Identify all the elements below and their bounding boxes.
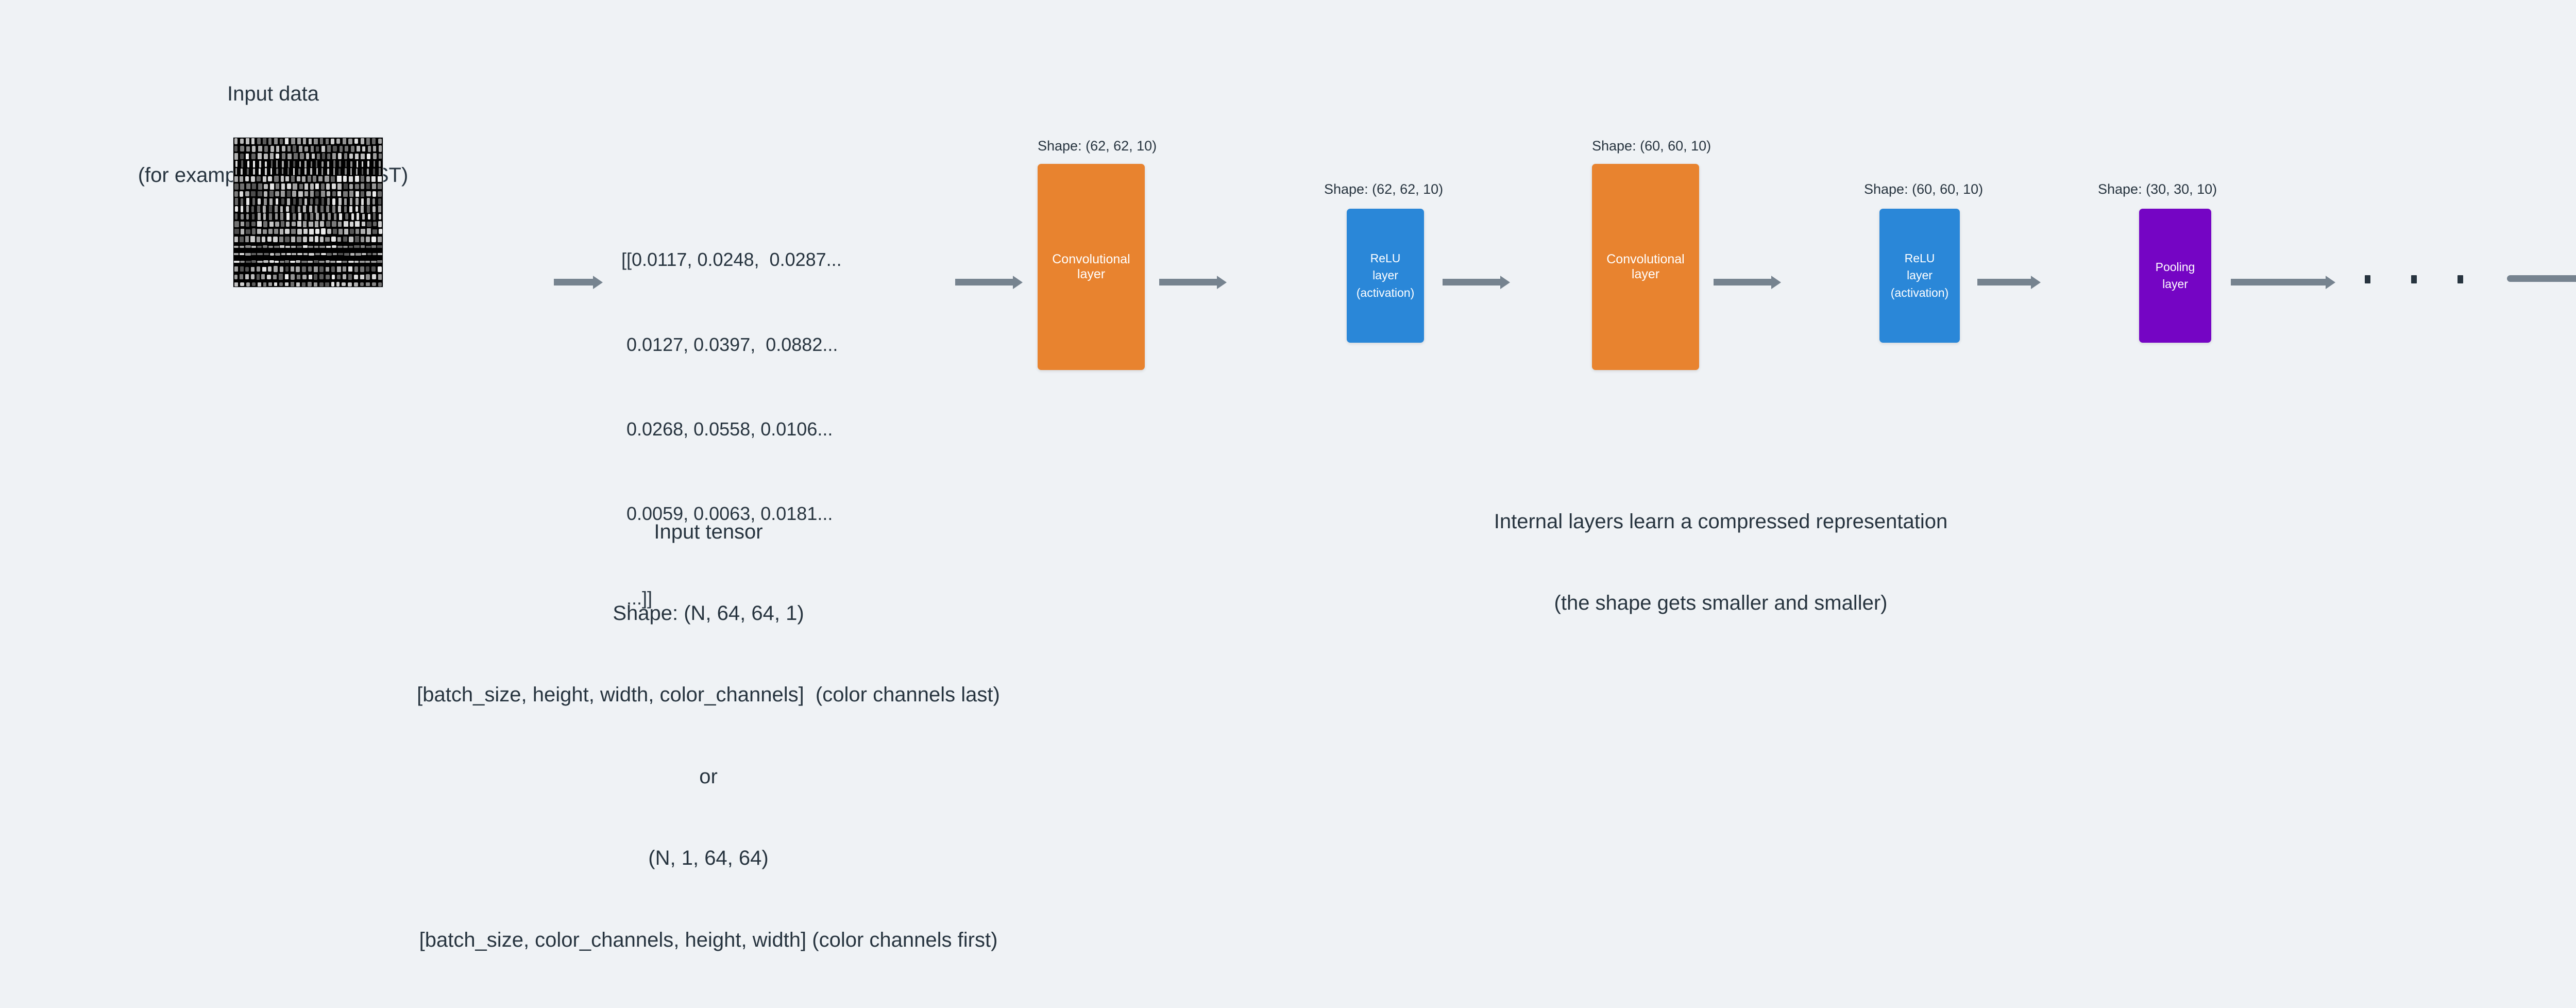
middle-caption-line1: Internal layers learn a compressed repre… xyxy=(1494,510,1948,533)
tensor-line-1: 0.0127, 0.0397, 0.0882... xyxy=(621,333,838,355)
internal-layers-caption: Internal layers learn a compressed repre… xyxy=(1278,453,2164,671)
layer-shape-conv2: Shape: (60, 60, 10) xyxy=(1592,138,1711,154)
layer-shape-conv1: Shape: (62, 62, 10) xyxy=(1038,138,1157,154)
ellipsis-dot xyxy=(2458,275,2463,283)
input-caption-line5: (N, 1, 64, 64) xyxy=(648,847,769,870)
tensor-line-0: [[0.0117, 0.0248, 0.0287... xyxy=(621,249,842,271)
horizontal-ellipsis xyxy=(2365,275,2483,285)
arrow-tensor-to-conv1 xyxy=(955,279,1014,285)
input-title-line1: Input data xyxy=(227,82,319,105)
arrow-conv2-to-relu2 xyxy=(1714,279,1772,285)
layer-shape-relu1: Shape: (62, 62, 10) xyxy=(1324,181,1444,197)
tensor-line-3: 0.0059, 0.0063, 0.0181... xyxy=(621,502,833,524)
input-tensor-values: [[0.0117, 0.0248, 0.0287... 0.0127, 0.03… xyxy=(621,190,941,669)
branch-trunk xyxy=(2507,275,2576,282)
tensor-line-2: 0.0268, 0.0558, 0.0106... xyxy=(621,418,833,440)
arrow-relu1-to-conv2 xyxy=(1443,279,1501,285)
input-caption-line4: or xyxy=(699,765,718,788)
diagram-canvas: Input data (for example, FashionMNIST) [… xyxy=(0,0,2576,779)
input-caption-line3: [batch_size, height, width, color_channe… xyxy=(417,683,1000,707)
output-branch-connector xyxy=(2507,134,2576,428)
ellipsis-dot xyxy=(2365,275,2370,283)
arrow-image-to-tensor xyxy=(554,279,594,285)
layer-label-conv1: Convolutional layer xyxy=(1052,252,1130,281)
layer-shape-pool: Shape: (30, 30, 10) xyxy=(2098,181,2217,197)
arrow-relu2-to-pool xyxy=(1977,279,2032,285)
middle-caption-line2: (the shape gets smaller and smaller) xyxy=(1554,591,1888,614)
fashionmnist-sample-grid xyxy=(233,137,383,288)
layer-shape-relu2: Shape: (60, 60, 10) xyxy=(1864,181,1984,197)
ellipsis-dot xyxy=(2411,275,2417,283)
input-caption-line6: [batch_size, color_channels, height, wid… xyxy=(419,928,998,951)
linear-output-caption: Linear output layer (same shape as numbe… xyxy=(2452,607,2576,825)
input-caption-line1: Input tensor xyxy=(654,520,763,543)
output-caption-line1: Linear output layer xyxy=(2452,662,2576,689)
layer-box-conv1: Convolutional layer xyxy=(1038,164,1145,370)
tensor-line-4: ...]] xyxy=(621,587,653,609)
layer-box-conv2: Convolutional layer xyxy=(1592,164,1699,370)
arrow-conv1-to-relu1 xyxy=(1159,279,1218,285)
input-caption-line2: Shape: (N, 64, 64, 1) xyxy=(613,601,804,625)
input-tensor-caption: Input tensor Shape: (N, 64, 64, 1) [batc… xyxy=(165,464,1252,1008)
output-caption-line2: (same shape as number of classes) xyxy=(2452,743,2576,770)
arrow-pool-to-ellipsis xyxy=(2231,279,2327,285)
layer-label-conv2: Convolutional layer xyxy=(1606,252,1685,281)
